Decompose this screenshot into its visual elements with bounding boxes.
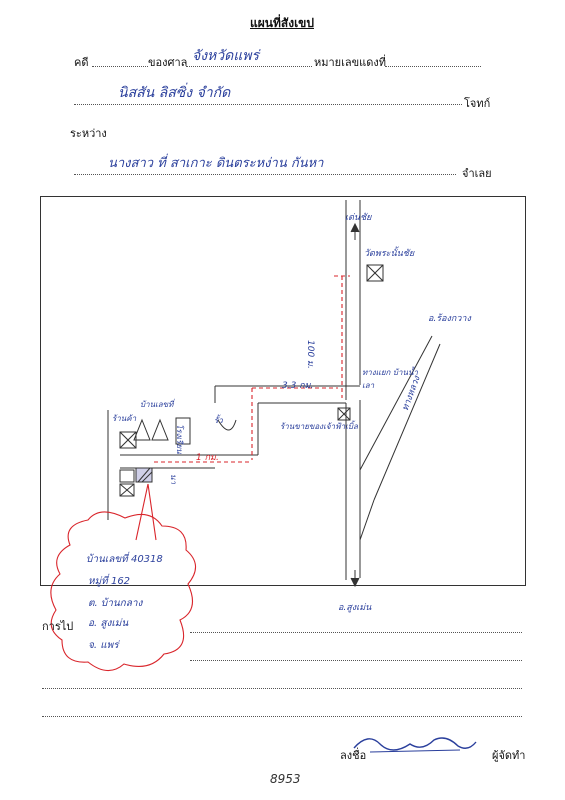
label-distance-east: 3.3 กม. [282,381,314,391]
label-health-center: ร้านขายของเจ้าฟ้าเบิ้ล [280,422,358,431]
cloud-note-line3: ต. บ้านกลาง [88,598,143,609]
cloud-note-line5: จ. แพร่ [88,640,119,651]
label-fence: รั้ว [214,416,223,425]
label-junction: ทางแยก บ้านน้ำเลา [362,368,418,390]
label-to-north: เด่นชัย [345,213,372,223]
directions-line-1 [190,632,522,633]
maker-label: ผู้จัดทำ [492,749,526,762]
between-label: ระหว่าง [70,127,107,140]
label-house-group: บ้านเลขที่ [140,400,174,409]
court-label: ของศาล [148,56,188,69]
red-case-dots [385,66,481,67]
label-school: โรงเรียน [175,424,184,454]
court-value: จังหวัดแพร่ [192,48,259,64]
defendant-dots [74,174,456,175]
label-distance-north: 100 ม. [305,340,315,369]
defendant-value: นางสาว ที่ สาเกาะ ดินตระหง่าน กันหา [108,156,324,171]
page-number: 8953 [270,772,301,786]
signature-label: ลงชื่อ [340,749,367,762]
label-temple: วัดพระนั้นชัย [364,249,415,259]
page-title: แผนที่สังเขป [250,16,314,30]
label-to-south: อ.สูงเม่น [338,603,372,613]
label-hut: นา [169,474,178,484]
plaintiff-label: โจทก์ [464,97,491,110]
directions-line-4 [42,716,522,717]
directions-line-3 [42,688,522,689]
label-to-northeast: อ.ร้องกวาง [428,314,471,324]
cloud-note-line4: อ. สูงเม่น [88,618,129,629]
defendant-label: จำเลย [462,167,492,180]
map-frame [40,196,526,586]
case-dots [92,66,148,67]
cloud-note-line1: บ้านเลขที่ 40318 [86,554,163,565]
cloud-note-line2: หมู่ที่ 162 [88,576,131,587]
red-case-label: หมายเลขแดงที่ [314,56,386,69]
label-landmark-left: ร้านค้า [112,414,137,423]
case-label: คดี [74,56,89,69]
directions-line-2 [190,660,522,661]
plaintiff-dots [74,104,462,105]
label-distance-south: 1 กม. [196,453,219,463]
directions-label: การไป [42,620,74,633]
court-dots [186,66,312,67]
signature [353,737,477,753]
plaintiff-value: นิสสัน ลิสซิ่ง จำกัด [118,85,231,101]
